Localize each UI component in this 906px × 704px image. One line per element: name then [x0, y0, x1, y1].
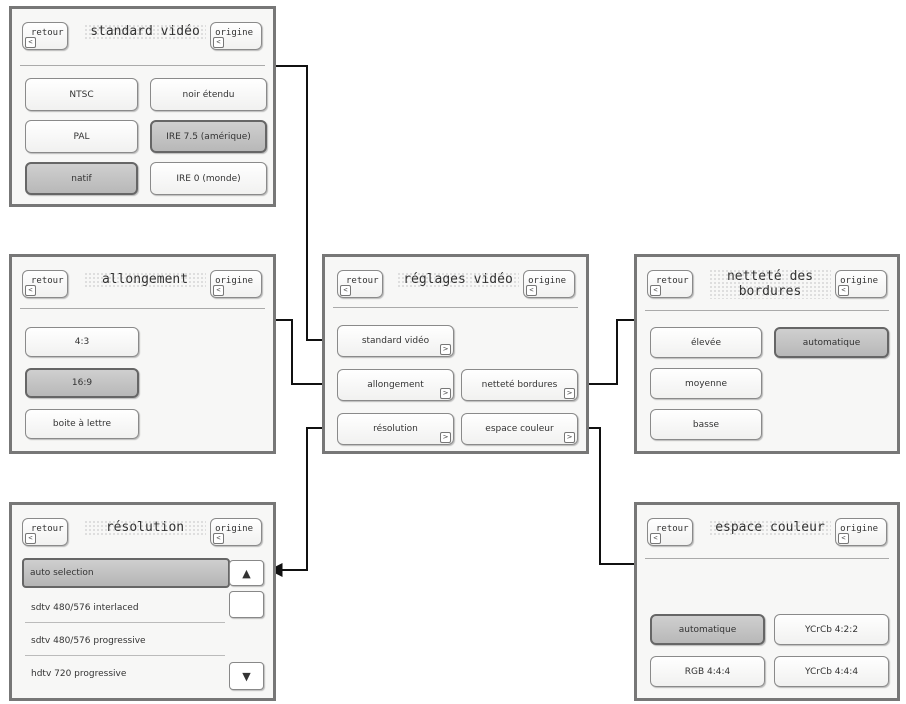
- back-button[interactable]: retour <: [22, 518, 68, 546]
- panel-title: allongement: [84, 272, 206, 287]
- menu-item-aspect[interactable]: allongement >: [337, 369, 454, 401]
- option-native[interactable]: natif: [25, 162, 138, 195]
- edge-sharpness-panel: retour < netteté des bordures origine < …: [634, 254, 900, 454]
- home-button[interactable]: origine <: [210, 270, 262, 298]
- back-button[interactable]: retour <: [647, 518, 693, 546]
- divider: [20, 308, 265, 309]
- option-letterbox[interactable]: boite à lettre: [25, 409, 139, 439]
- option-ntsc[interactable]: NTSC: [25, 78, 138, 111]
- panel-title: netteté des bordures: [709, 269, 831, 299]
- arrow-to-sharpness: [572, 313, 652, 385]
- back-arrow-icon: <: [526, 285, 537, 296]
- option-medium[interactable]: moyenne: [650, 368, 762, 399]
- back-arrow-icon: <: [25, 37, 36, 48]
- option-ire-7-5[interactable]: IRE 7.5 (amérique): [150, 120, 267, 153]
- menu-item-resolution[interactable]: résolution >: [337, 413, 454, 445]
- back-arrow-icon: <: [838, 533, 849, 544]
- next-arrow-icon: >: [440, 344, 451, 355]
- option-pal[interactable]: PAL: [25, 120, 138, 153]
- panel-title-line2: bordures: [738, 284, 802, 299]
- back-arrow-icon: <: [25, 533, 36, 544]
- divider: [20, 65, 265, 66]
- option-automatic[interactable]: automatique: [774, 327, 889, 358]
- list-item-auto-selection[interactable]: auto selection: [22, 558, 230, 588]
- panel-title: espace couleur: [709, 520, 831, 535]
- option-extended-black[interactable]: noir étendu: [150, 78, 267, 111]
- option-high[interactable]: élevée: [650, 327, 762, 358]
- option-rgb-444[interactable]: RGB 4:4:4: [650, 656, 765, 687]
- aspect-ratio-panel: retour < allongement origine < 4:3 16:9 …: [9, 254, 276, 454]
- home-button[interactable]: origine <: [523, 270, 575, 298]
- next-arrow-icon: >: [564, 388, 575, 399]
- resolution-panel: retour < résolution origine < auto selec…: [9, 502, 276, 701]
- list-item-sdtv-interlaced[interactable]: sdtv 480/576 interlaced: [25, 593, 225, 623]
- color-space-panel: retour < espace couleur origine < automa…: [634, 502, 900, 701]
- back-arrow-icon: <: [213, 37, 224, 48]
- back-arrow-icon: <: [25, 285, 36, 296]
- option-4-3[interactable]: 4:3: [25, 327, 139, 357]
- menu-item-colorspace[interactable]: espace couleur >: [461, 413, 578, 445]
- scroll-down-icon: ▼: [242, 669, 251, 683]
- scrollbar-thumb[interactable]: [229, 591, 264, 618]
- back-arrow-icon: <: [838, 285, 849, 296]
- divider: [645, 310, 889, 311]
- scroll-up-icon: ▲: [242, 566, 251, 580]
- home-button[interactable]: origine <: [210, 518, 262, 546]
- next-arrow-icon: >: [440, 388, 451, 399]
- back-button[interactable]: retour <: [647, 270, 693, 298]
- option-ire-0[interactable]: IRE 0 (monde): [150, 162, 267, 195]
- back-arrow-icon: <: [650, 285, 661, 296]
- back-button[interactable]: retour <: [22, 22, 68, 50]
- back-arrow-icon: <: [340, 285, 351, 296]
- panel-title: résolution: [84, 520, 206, 535]
- video-settings-panel: retour < réglages vidéo origine < standa…: [322, 254, 589, 454]
- menu-item-standard-video[interactable]: standard vidéo >: [337, 325, 454, 357]
- divider: [645, 558, 889, 559]
- back-arrow-icon: <: [650, 533, 661, 544]
- home-button[interactable]: origine <: [835, 270, 887, 298]
- panel-title-line1: netteté des: [726, 269, 814, 284]
- back-arrow-icon: <: [213, 533, 224, 544]
- menu-item-sharpness[interactable]: netteté bordures >: [461, 369, 578, 401]
- home-button[interactable]: origine <: [835, 518, 887, 546]
- option-16-9[interactable]: 16:9: [25, 368, 139, 398]
- back-button[interactable]: retour <: [22, 270, 68, 298]
- next-arrow-icon: >: [564, 432, 575, 443]
- panel-title: réglages vidéo: [397, 272, 519, 287]
- scroll-down-button[interactable]: ▼: [229, 662, 264, 690]
- back-arrow-icon: <: [213, 285, 224, 296]
- home-button[interactable]: origine <: [210, 22, 262, 50]
- panel-title: standard vidéo: [84, 24, 206, 39]
- scroll-up-button[interactable]: ▲: [229, 560, 264, 586]
- list-item-sdtv-progressive[interactable]: sdtv 480/576 progressive: [25, 626, 225, 656]
- option-ycrcb-444[interactable]: YCrCb 4:4:4: [774, 656, 889, 687]
- divider: [333, 307, 578, 308]
- option-automatic[interactable]: automatique: [650, 614, 765, 645]
- back-button[interactable]: retour <: [337, 270, 383, 298]
- option-ycrcb-422[interactable]: YCrCb 4:2:2: [774, 614, 889, 645]
- list-item-hdtv-720p[interactable]: hdtv 720 progressive: [31, 669, 127, 679]
- option-low[interactable]: basse: [650, 409, 762, 440]
- next-arrow-icon: >: [440, 432, 451, 443]
- standard-video-panel: retour < standard vidéo origine < NTSC n…: [9, 6, 276, 207]
